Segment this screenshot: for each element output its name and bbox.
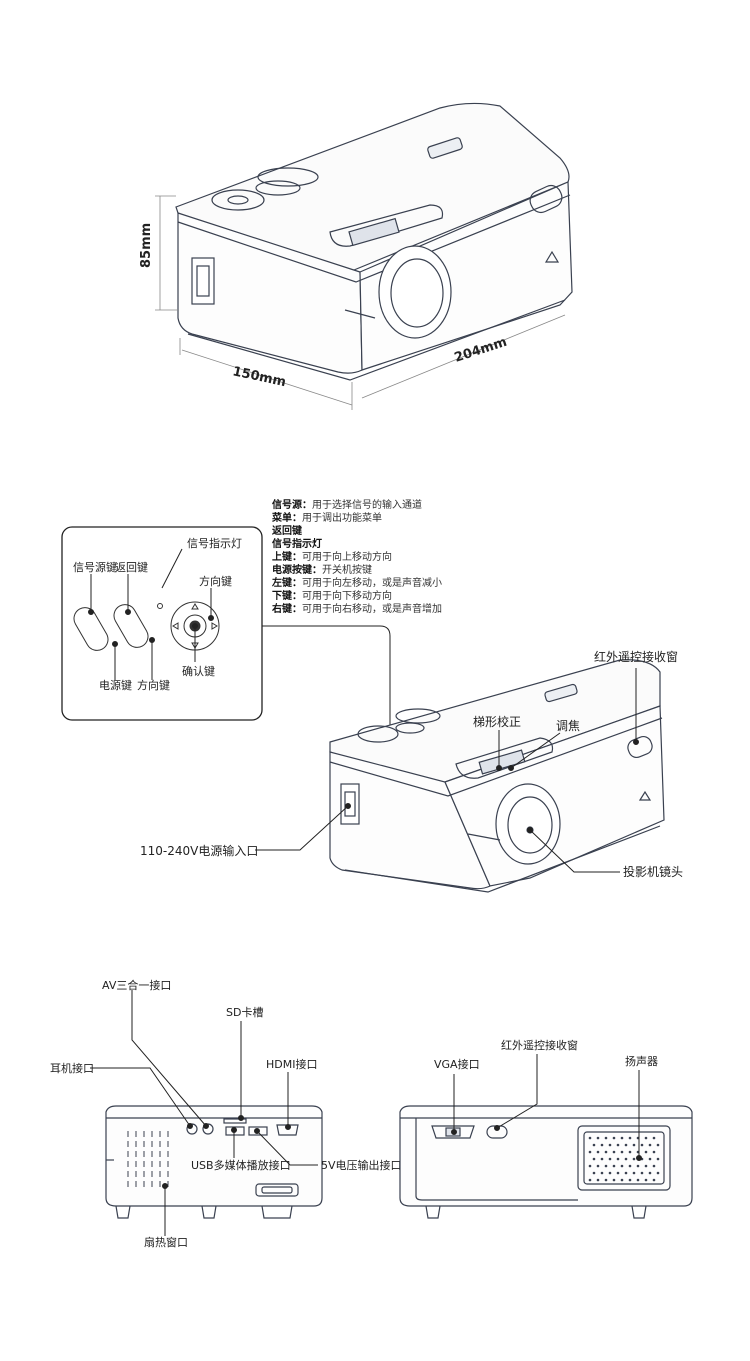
earphone-port-label: 耳机接口 xyxy=(50,1061,94,1075)
control-panel-leaders xyxy=(88,548,214,680)
description-line: 菜单：用于调出功能菜单 xyxy=(271,511,382,524)
inset-connector-line xyxy=(262,625,391,728)
dimension-drawing xyxy=(175,102,573,381)
height-dimension: 85mm xyxy=(139,223,154,268)
description-line: 右键：可用于向右移动，或是声音增加 xyxy=(271,602,442,615)
ir-receiver-label: 红外遥控接收窗 xyxy=(594,649,678,664)
description-line: 上键：可用于向上移动方向 xyxy=(272,550,392,563)
description-line: 信号指示灯 xyxy=(272,537,322,550)
left-side-callout-lines xyxy=(90,990,318,1236)
projector-illustration xyxy=(329,659,665,893)
sd-slot-label: SD卡槽 xyxy=(226,1006,263,1019)
confirm-key-label: 确认键 xyxy=(182,664,215,678)
control-panel-inset xyxy=(61,526,263,721)
description-line: 返回键 xyxy=(272,524,303,537)
description-line: 电源按键：开关机按键 xyxy=(272,563,372,576)
projector-callout-lines xyxy=(255,668,639,873)
lens-label: 投影机镜头 xyxy=(623,864,683,879)
width-dimension: 150mm xyxy=(231,364,287,390)
direction-key-top-label: 方向键 xyxy=(199,574,232,588)
description-line: 信号源：用于选择信号的输入通道 xyxy=(272,498,422,511)
description-line: 下键：可用于向下移动方向 xyxy=(272,589,392,602)
usb-port-label: USB多媒体播放接口 xyxy=(191,1158,291,1172)
speaker-label: 扬声器 xyxy=(625,1054,658,1068)
hdmi-port-label: HDMI接口 xyxy=(266,1058,317,1071)
vga-port-label: VGA接口 xyxy=(434,1058,480,1071)
dimension-lines xyxy=(155,195,566,410)
right-side-view xyxy=(399,1105,693,1219)
right-side-callout-lines xyxy=(451,1054,642,1161)
depth-dimension: 204mm xyxy=(453,335,509,366)
key-descriptions: 信号源：用于选择信号的输入通道 菜单：用于调出功能菜单 返回键 信号指示灯 上键… xyxy=(271,498,442,615)
dc5v-port-label: 5V电压输出接口 xyxy=(321,1158,402,1172)
vent-slots xyxy=(127,1131,169,1187)
description-line: 左键：可用于向左移动，或是声音减小 xyxy=(271,576,442,589)
power-input-label: 110-240V电源输入口 xyxy=(140,843,258,858)
signal-indicator-label: 信号指示灯 xyxy=(187,536,242,550)
focus-label: 调焦 xyxy=(556,719,580,733)
keystone-label: 梯形校正 xyxy=(473,714,521,729)
speaker-grille xyxy=(588,1136,660,1182)
av-port-label: AV三合一接口 xyxy=(102,978,171,992)
ir-receiver-back-label: 红外遥控接收窗 xyxy=(501,1038,578,1052)
power-key-label: 电源键 xyxy=(99,678,132,692)
direction-key-bottom-label: 方向键 xyxy=(137,678,170,692)
vent-column xyxy=(127,1131,169,1187)
return-key-label: 返回键 xyxy=(115,560,148,574)
signal-source-key-label: 信号源键 xyxy=(73,560,117,574)
vent-label: 扇热窗口 xyxy=(144,1235,188,1249)
